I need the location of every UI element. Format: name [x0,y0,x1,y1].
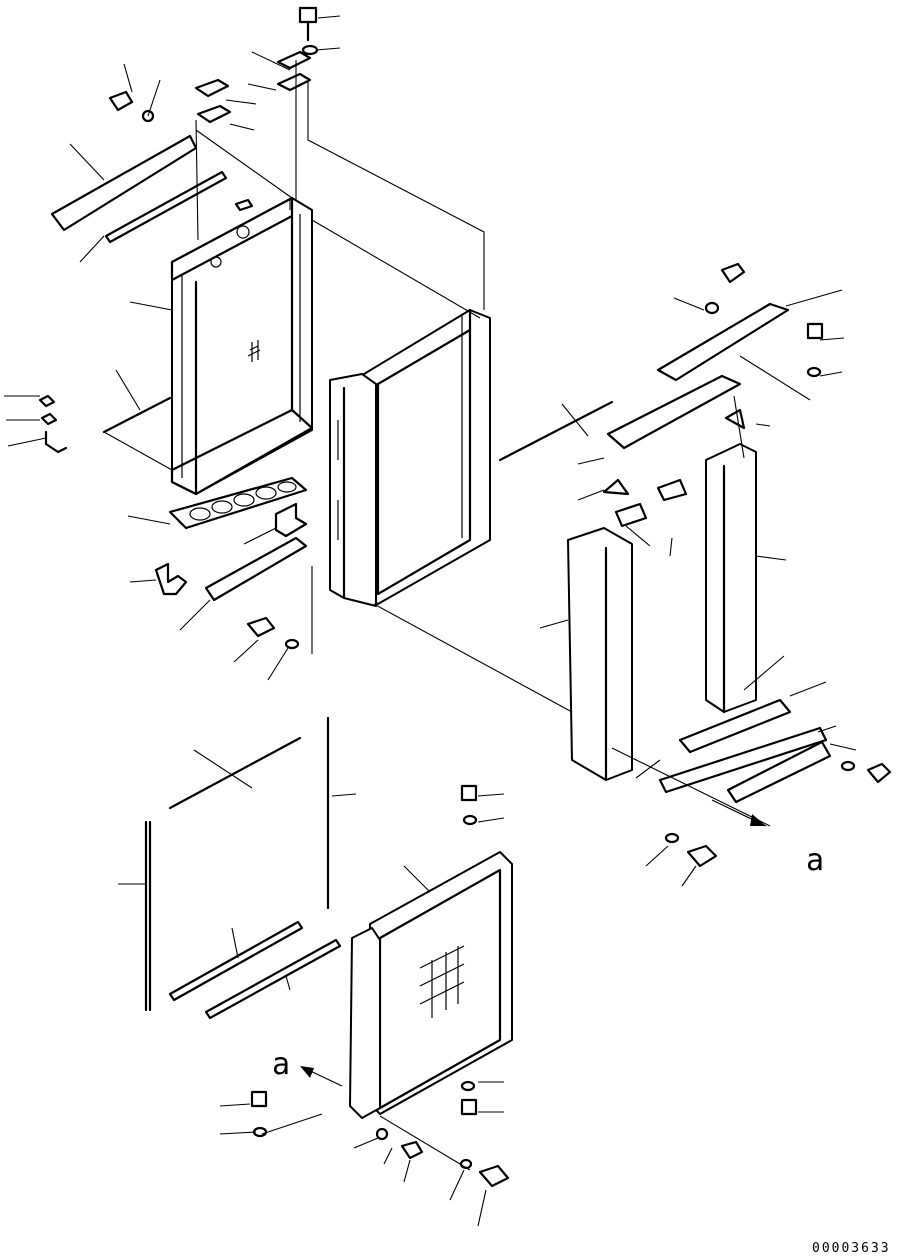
right-bracket-assembly [567,262,892,868]
view-marker-label-left: a [272,1047,290,1082]
view-marker-label-right: a [806,843,824,878]
seal-strips [144,716,342,1020]
gasket-plate [168,476,308,530]
leader-lines [4,15,857,1227]
center-shroud-frame [329,308,614,607]
view-arrows [300,799,767,1087]
drawing-number: 00003633 [812,1241,891,1256]
lower-condenser [250,784,513,1188]
left-small-parts [38,394,308,650]
radiator-core [170,196,314,496]
